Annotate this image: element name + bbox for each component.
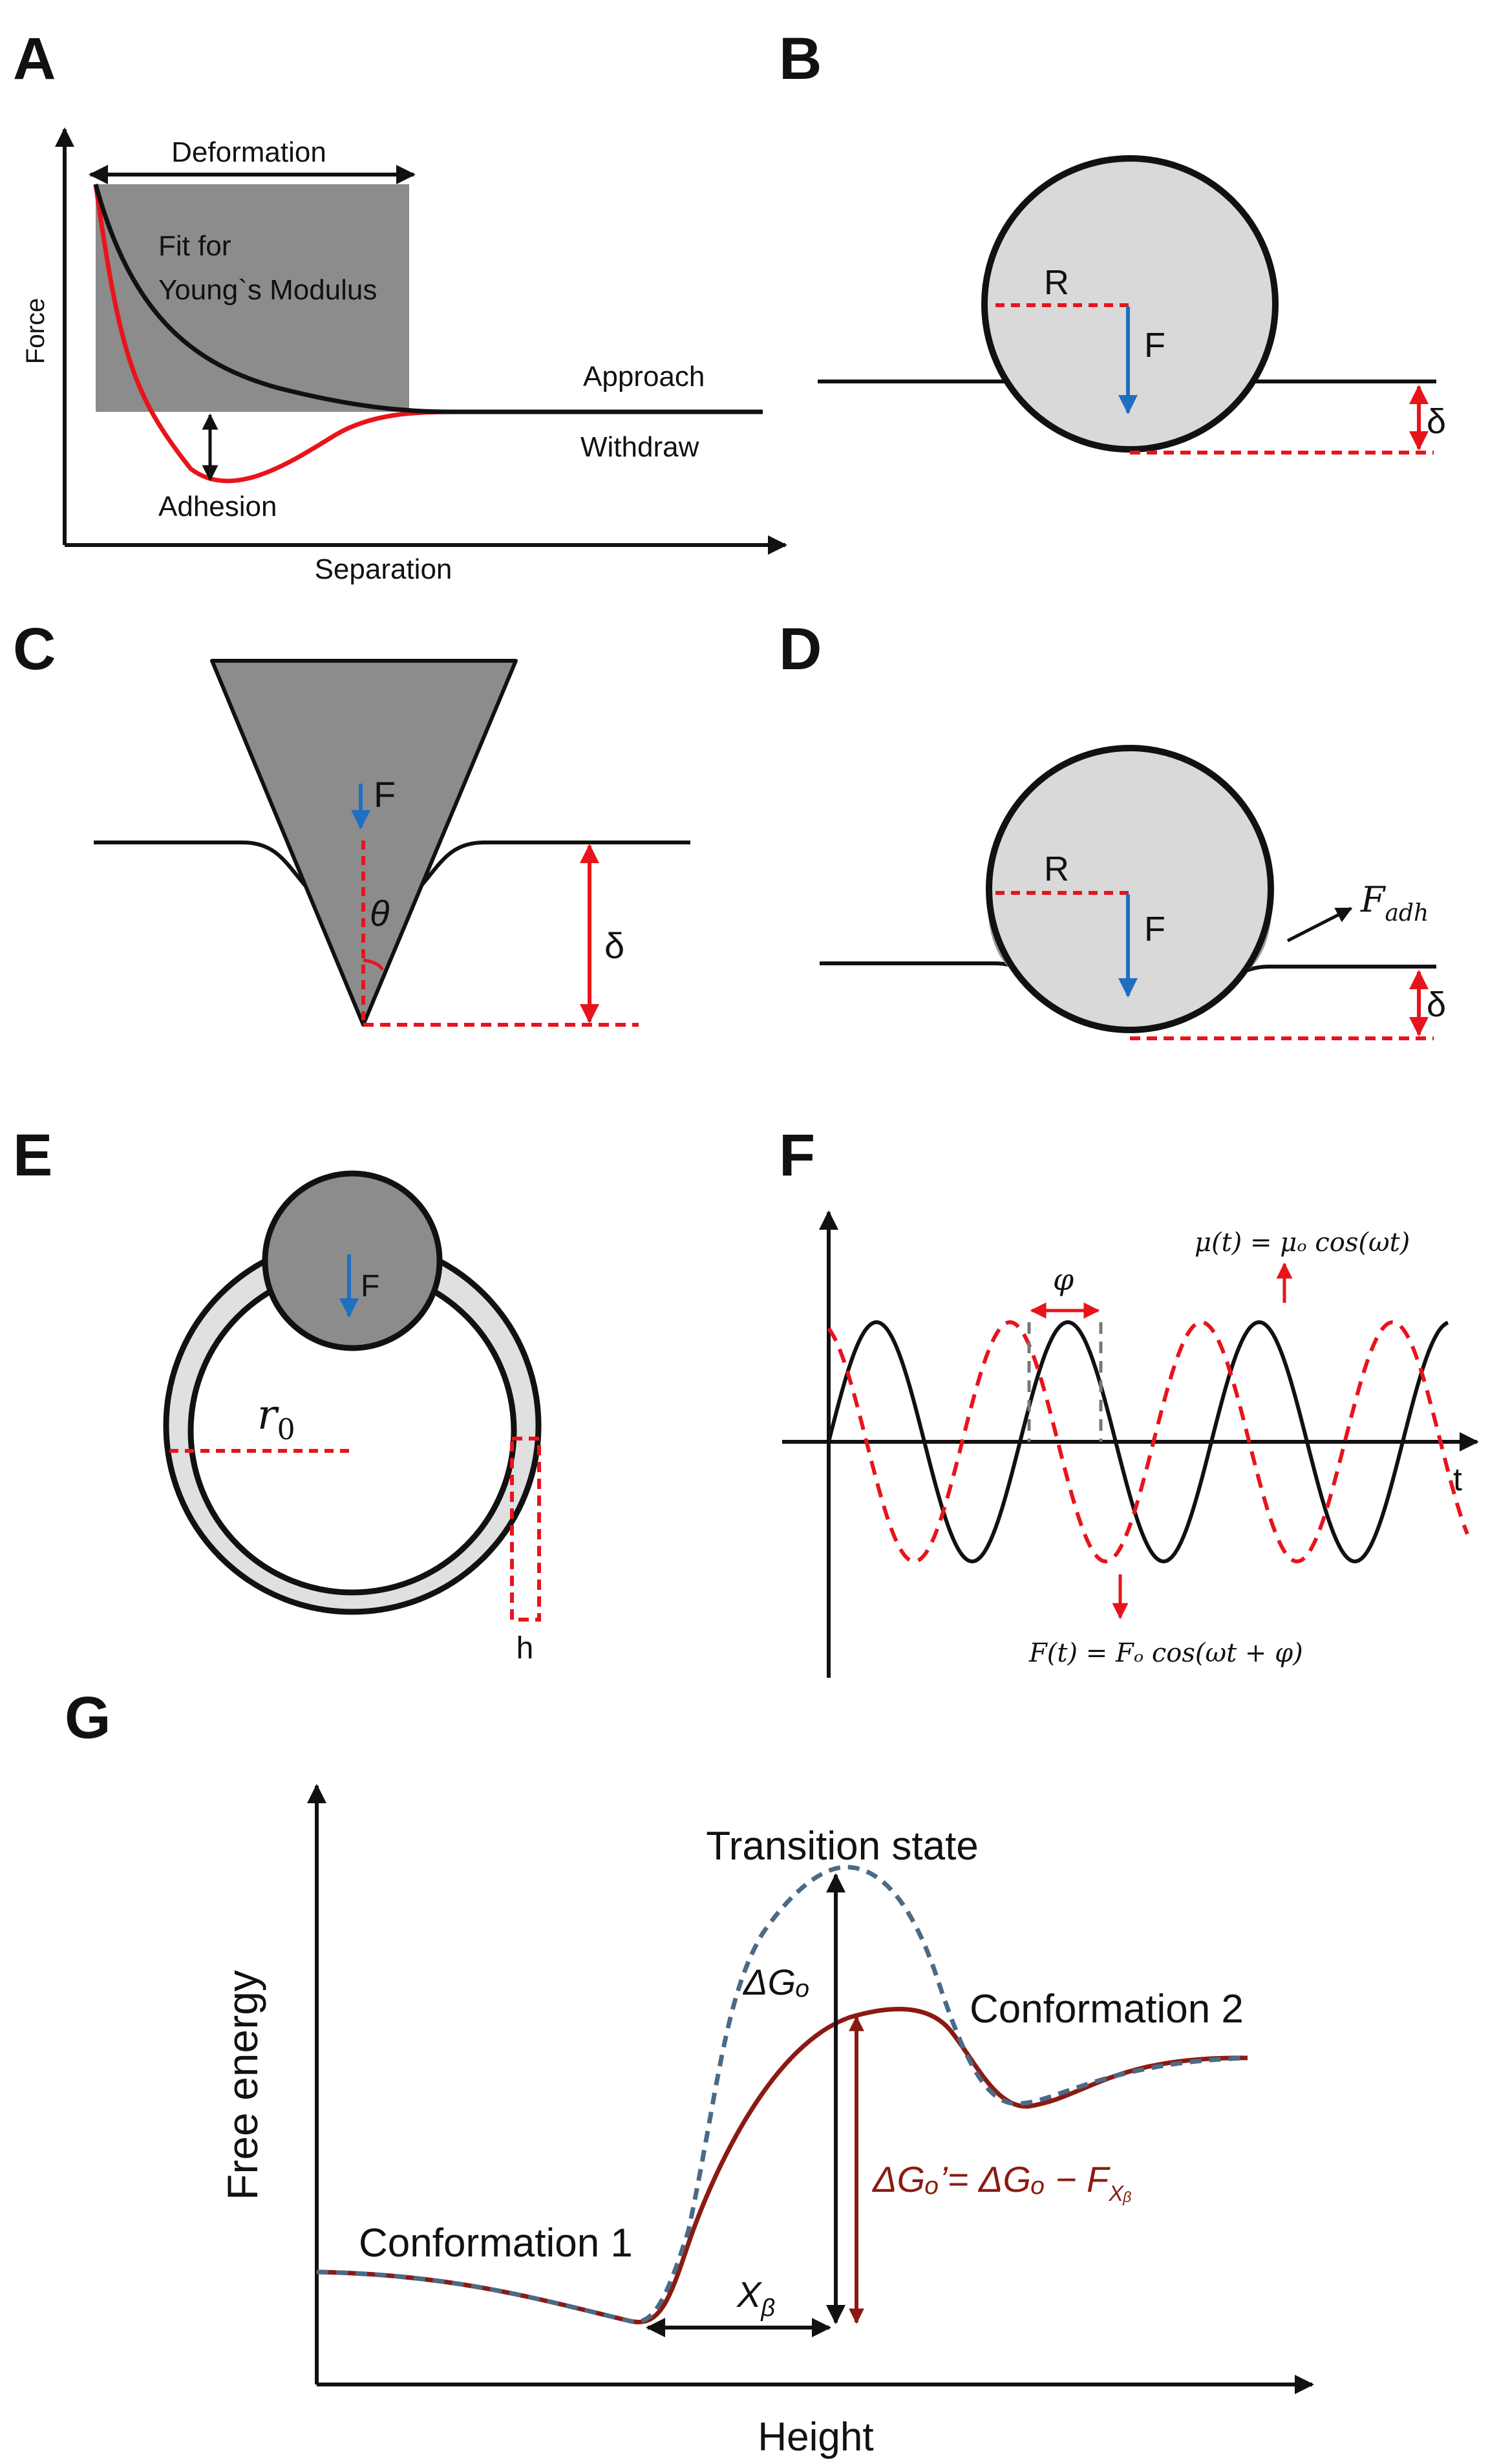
reduced-barrier-text: ΔGₒ’= ΔGₒ − F [871, 2159, 1111, 2200]
separation-axis-label: Separation [315, 553, 452, 585]
panel-c: C F θ δ [13, 616, 690, 1027]
force-axis-label: Force [21, 298, 50, 364]
panel-f: F φ t μ(t) = μₒ cos(ωt) F(t) = Fₒ cos(ωt… [779, 1122, 1479, 1678]
radius-subscript: 0 [277, 1413, 295, 1446]
reduced-barrier-subscript: Xᵦ [1108, 2181, 1132, 2206]
radius-label: r0 [257, 1391, 295, 1446]
angle-label: θ [370, 893, 389, 934]
panel-a: A Deformation Fit for Young`s Modulus Fo… [13, 26, 787, 585]
energy-curve-no-force [316, 1865, 1248, 2324]
spherical-probe [262, 1170, 443, 1351]
transition-state-label: Transition state [706, 1824, 979, 1869]
spherical-indenter [981, 155, 1279, 453]
panel-label-d: D [779, 616, 822, 682]
force-equation: F(t) = Fₒ cos(ωt + φ) [1028, 1638, 1303, 1668]
conformation-2-label: Conformation 2 [970, 1987, 1244, 2031]
indentation-label: δ [604, 925, 624, 966]
transition-distance-subscript: β [760, 2295, 775, 2322]
adhesion-label: Adhesion [158, 491, 277, 522]
thickness-label: h [516, 1631, 534, 1666]
thickness-marker [510, 1437, 541, 1622]
adhesion-force-subscript: adh [1385, 900, 1429, 927]
adhesion-force-arrow [1286, 906, 1353, 943]
displacement-wave [827, 1320, 1449, 1564]
height-axis-label: Height [758, 2415, 873, 2459]
radius-symbol: r [257, 1391, 279, 1439]
free-energy-axis-label: Free energy [218, 1970, 266, 2200]
indentation-label: δ [1427, 985, 1446, 1024]
panel-d: D R F Fadh δ [779, 616, 1446, 1040]
adhesion-force-label: Fadh [1360, 879, 1429, 927]
approach-label: Approach [583, 361, 705, 392]
panel-label-c: C [13, 616, 56, 682]
radius-label: R [1044, 263, 1069, 302]
withdraw-label: Withdraw [580, 431, 699, 463]
displacement-equation: μ(t) = μₒ cos(ωt) [1195, 1228, 1410, 1258]
panel-g: G Transition state Conformation 2 Confor… [65, 1685, 1314, 2459]
approach-curve [93, 184, 763, 414]
panel-e: E F r0 h [13, 1122, 542, 1666]
withdraw-curve [93, 184, 763, 484]
transition-distance-symbol: X [736, 2274, 763, 2315]
fit-label-line1: Fit for [158, 230, 231, 262]
barrier-label: ΔGₒ [742, 1962, 810, 2002]
force-wave [827, 1320, 1469, 1564]
deformation-label: Deformation [171, 136, 326, 168]
panel-b: B R F δ [779, 26, 1446, 455]
radius-label: R [1044, 850, 1069, 888]
panel-label-e: E [13, 1122, 52, 1188]
conformation-1-label: Conformation 1 [359, 2221, 633, 2266]
panel-label-a: A [13, 26, 56, 92]
panel-label-b: B [779, 26, 822, 92]
panel-label-g: G [65, 1685, 111, 1751]
energy-curve-under-force [316, 2006, 1248, 2324]
force-label: F [1144, 326, 1165, 365]
time-label: t [1453, 1461, 1462, 1497]
phase-label: φ [1053, 1262, 1074, 1297]
spherical-indenter [986, 745, 1274, 1033]
transition-distance-label: Xβ [736, 2274, 775, 2322]
panel-label-f: F [779, 1122, 815, 1188]
fit-label-line2: Young`s Modulus [158, 274, 377, 306]
force-label: F [361, 1269, 379, 1303]
angle-arc [363, 958, 385, 971]
adhesion-force-symbol: F [1360, 879, 1387, 920]
indentation-label: δ [1427, 402, 1446, 441]
force-label: F [1144, 910, 1165, 948]
force-label: F [374, 774, 396, 815]
reduced-barrier-label: ΔGₒ’= ΔGₒ − FXᵦ [871, 2159, 1132, 2206]
